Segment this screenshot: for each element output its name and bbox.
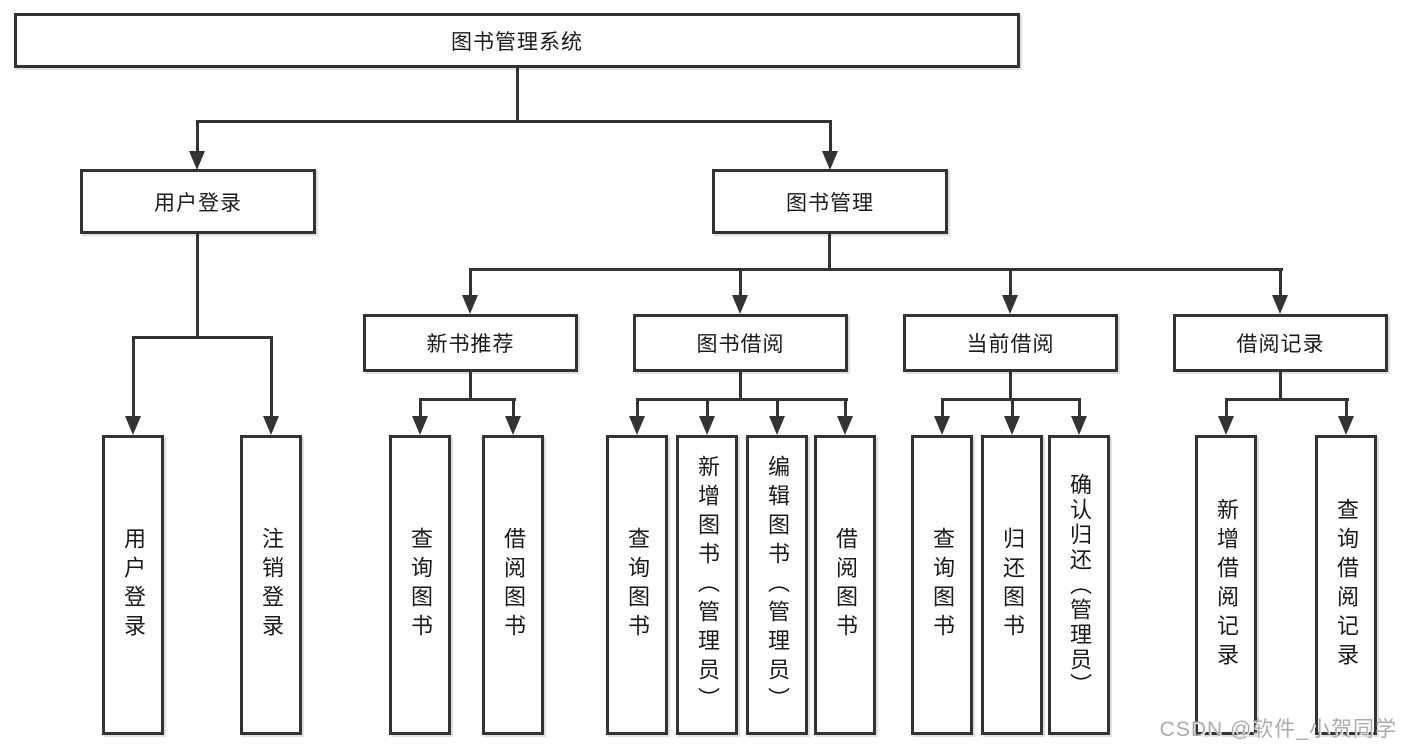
- node-root: 图书管理系统: [14, 13, 1020, 68]
- arrowhead-leaf-login-icon: [125, 416, 141, 435]
- node-user-login-label: 用户登录: [154, 191, 242, 215]
- leaf-add-borrow-record-label: 新增借阅记录: [1214, 498, 1239, 672]
- connector-cb-leaf2-shaft: [1011, 398, 1014, 417]
- connector-leaf-login-shaft: [132, 336, 135, 418]
- connector-level3-horizontal: [469, 268, 1283, 271]
- arrowhead-cb-leaf3-icon: [1071, 416, 1087, 435]
- leaf-query-books-borrow: 查询图书: [606, 435, 668, 735]
- arrowhead-nb-leaf1-icon: [412, 416, 428, 435]
- connector-leaf-logout-shaft: [270, 336, 273, 418]
- node-root-label: 图书管理系统: [451, 30, 583, 54]
- leaf-borrow-books-new: 借阅图书: [482, 435, 544, 735]
- watermark: CSDN @软件_小贺同学: [1159, 718, 1397, 741]
- arrowhead-bb-leaf3-icon: [769, 416, 785, 435]
- node-borrow-records-label: 借阅记录: [1236, 333, 1325, 356]
- connector-br-leaf2-shaft: [1345, 398, 1348, 417]
- arrowhead-current-borrow-icon: [1002, 295, 1018, 314]
- leaf-edit-book-admin-label: 编辑图书（管理员）: [765, 454, 790, 716]
- arrowhead-new-books-icon: [462, 295, 478, 314]
- connector-cb-leaf3-shaft: [1078, 398, 1081, 417]
- leaf-query-borrow-record: 查询借阅记录: [1315, 435, 1377, 735]
- connector-bb-leaf2-shaft: [706, 398, 709, 417]
- leaf-add-book-admin: 新增图书（管理员）: [676, 435, 738, 735]
- leaf-return-book: 归还图书: [981, 435, 1043, 735]
- leaf-confirm-return-admin: 确认归还（管理员）: [1048, 435, 1110, 735]
- connector-bb-leaf3-shaft: [776, 398, 779, 417]
- node-borrow-records: 借阅记录: [1173, 314, 1388, 372]
- leaf-user-login: 用户登录: [102, 435, 164, 735]
- connector-user-login-branch: [132, 336, 273, 339]
- arrowhead-bb-leaf1-icon: [629, 416, 645, 435]
- leaf-query-books-new-label: 查询图书: [408, 527, 433, 643]
- connector-cb-leaf1-shaft: [941, 398, 944, 417]
- leaf-edit-book-admin: 编辑图书（管理员）: [746, 435, 808, 735]
- arrowhead-cb-leaf1-icon: [934, 416, 950, 435]
- arrowhead-leaf-logout-icon: [263, 416, 279, 435]
- arrowhead-user-login-icon: [189, 151, 205, 170]
- leaf-confirm-return-admin-label: 确认归还（管理员）: [1067, 472, 1092, 698]
- leaf-return-book-label: 归还图书: [1000, 527, 1025, 643]
- connector-book-borrow-shaft: [739, 268, 742, 296]
- leaf-query-borrow-record-label: 查询借阅记录: [1334, 498, 1359, 672]
- leaf-borrow-books-new-label: 借阅图书: [501, 527, 526, 643]
- node-current-borrow-label: 当前借阅: [966, 333, 1055, 356]
- connector-book-borrow-down: [739, 370, 742, 400]
- connector-borrow-records-shaft: [1279, 268, 1282, 296]
- node-book-mgmt: 图书管理: [712, 169, 948, 234]
- leaf-borrow-books-borrow: 借阅图书: [814, 435, 876, 735]
- leaf-query-books-new: 查询图书: [389, 435, 451, 735]
- leaf-add-book-admin-label: 新增图书（管理员）: [695, 454, 720, 716]
- connector-user-login-down: [196, 232, 199, 338]
- arrowhead-book-borrow-icon: [732, 295, 748, 314]
- connector-nb-leaf2-shaft: [512, 398, 515, 417]
- connector-borrow-records-branch: [1225, 398, 1349, 401]
- node-user-login: 用户登录: [80, 169, 316, 234]
- arrowhead-nb-leaf2-icon: [505, 416, 521, 435]
- arrowhead-bb-leaf4-icon: [837, 416, 853, 435]
- connector-book-mgmt-down: [828, 232, 831, 270]
- connector-book-mgmt-shaft: [829, 120, 832, 153]
- connector-borrow-records-down: [1279, 370, 1282, 400]
- node-book-borrow: 图书借阅: [633, 314, 848, 372]
- arrowhead-book-mgmt-icon: [822, 151, 838, 170]
- leaf-logout-label: 注销登录: [259, 527, 284, 643]
- arrowhead-br-leaf2-icon: [1338, 416, 1354, 435]
- arrowhead-borrow-records-icon: [1272, 295, 1288, 314]
- connector-nb-leaf1-shaft: [419, 398, 422, 417]
- leaf-query-books-current: 查询图书: [911, 435, 973, 735]
- leaf-user-login-label: 用户登录: [121, 527, 146, 643]
- connector-user-login-shaft: [196, 120, 199, 153]
- connector-current-borrow-shaft: [1009, 268, 1012, 296]
- node-book-mgmt-label: 图书管理: [786, 191, 874, 215]
- node-new-books: 新书推荐: [363, 314, 578, 372]
- leaf-logout: 注销登录: [240, 435, 302, 735]
- connector-level2-horizontal: [196, 120, 832, 123]
- connector-new-books-down: [469, 370, 472, 400]
- node-current-borrow: 当前借阅: [903, 314, 1118, 372]
- node-new-books-label: 新书推荐: [426, 333, 515, 356]
- leaf-query-books-current-label: 查询图书: [930, 527, 955, 643]
- connector-br-leaf1-shaft: [1225, 398, 1228, 417]
- connector-bb-leaf4-shaft: [844, 398, 847, 417]
- arrowhead-bb-leaf2-icon: [699, 416, 715, 435]
- connector-bb-leaf1-shaft: [636, 398, 639, 417]
- connector-book-borrow-branch: [636, 398, 848, 401]
- arrowhead-br-leaf1-icon: [1218, 416, 1234, 435]
- leaf-borrow-books-borrow-label: 借阅图书: [833, 527, 858, 643]
- leaf-query-books-borrow-label: 查询图书: [625, 527, 650, 643]
- leaf-add-borrow-record: 新增借阅记录: [1195, 435, 1257, 735]
- arrowhead-cb-leaf2-icon: [1004, 416, 1020, 435]
- connector-new-books-shaft: [469, 268, 472, 296]
- connector-root-vertical: [516, 66, 519, 120]
- node-book-borrow-label: 图书借阅: [696, 333, 785, 356]
- connector-current-borrow-down: [1009, 370, 1012, 400]
- connector-new-books-branch: [419, 398, 516, 401]
